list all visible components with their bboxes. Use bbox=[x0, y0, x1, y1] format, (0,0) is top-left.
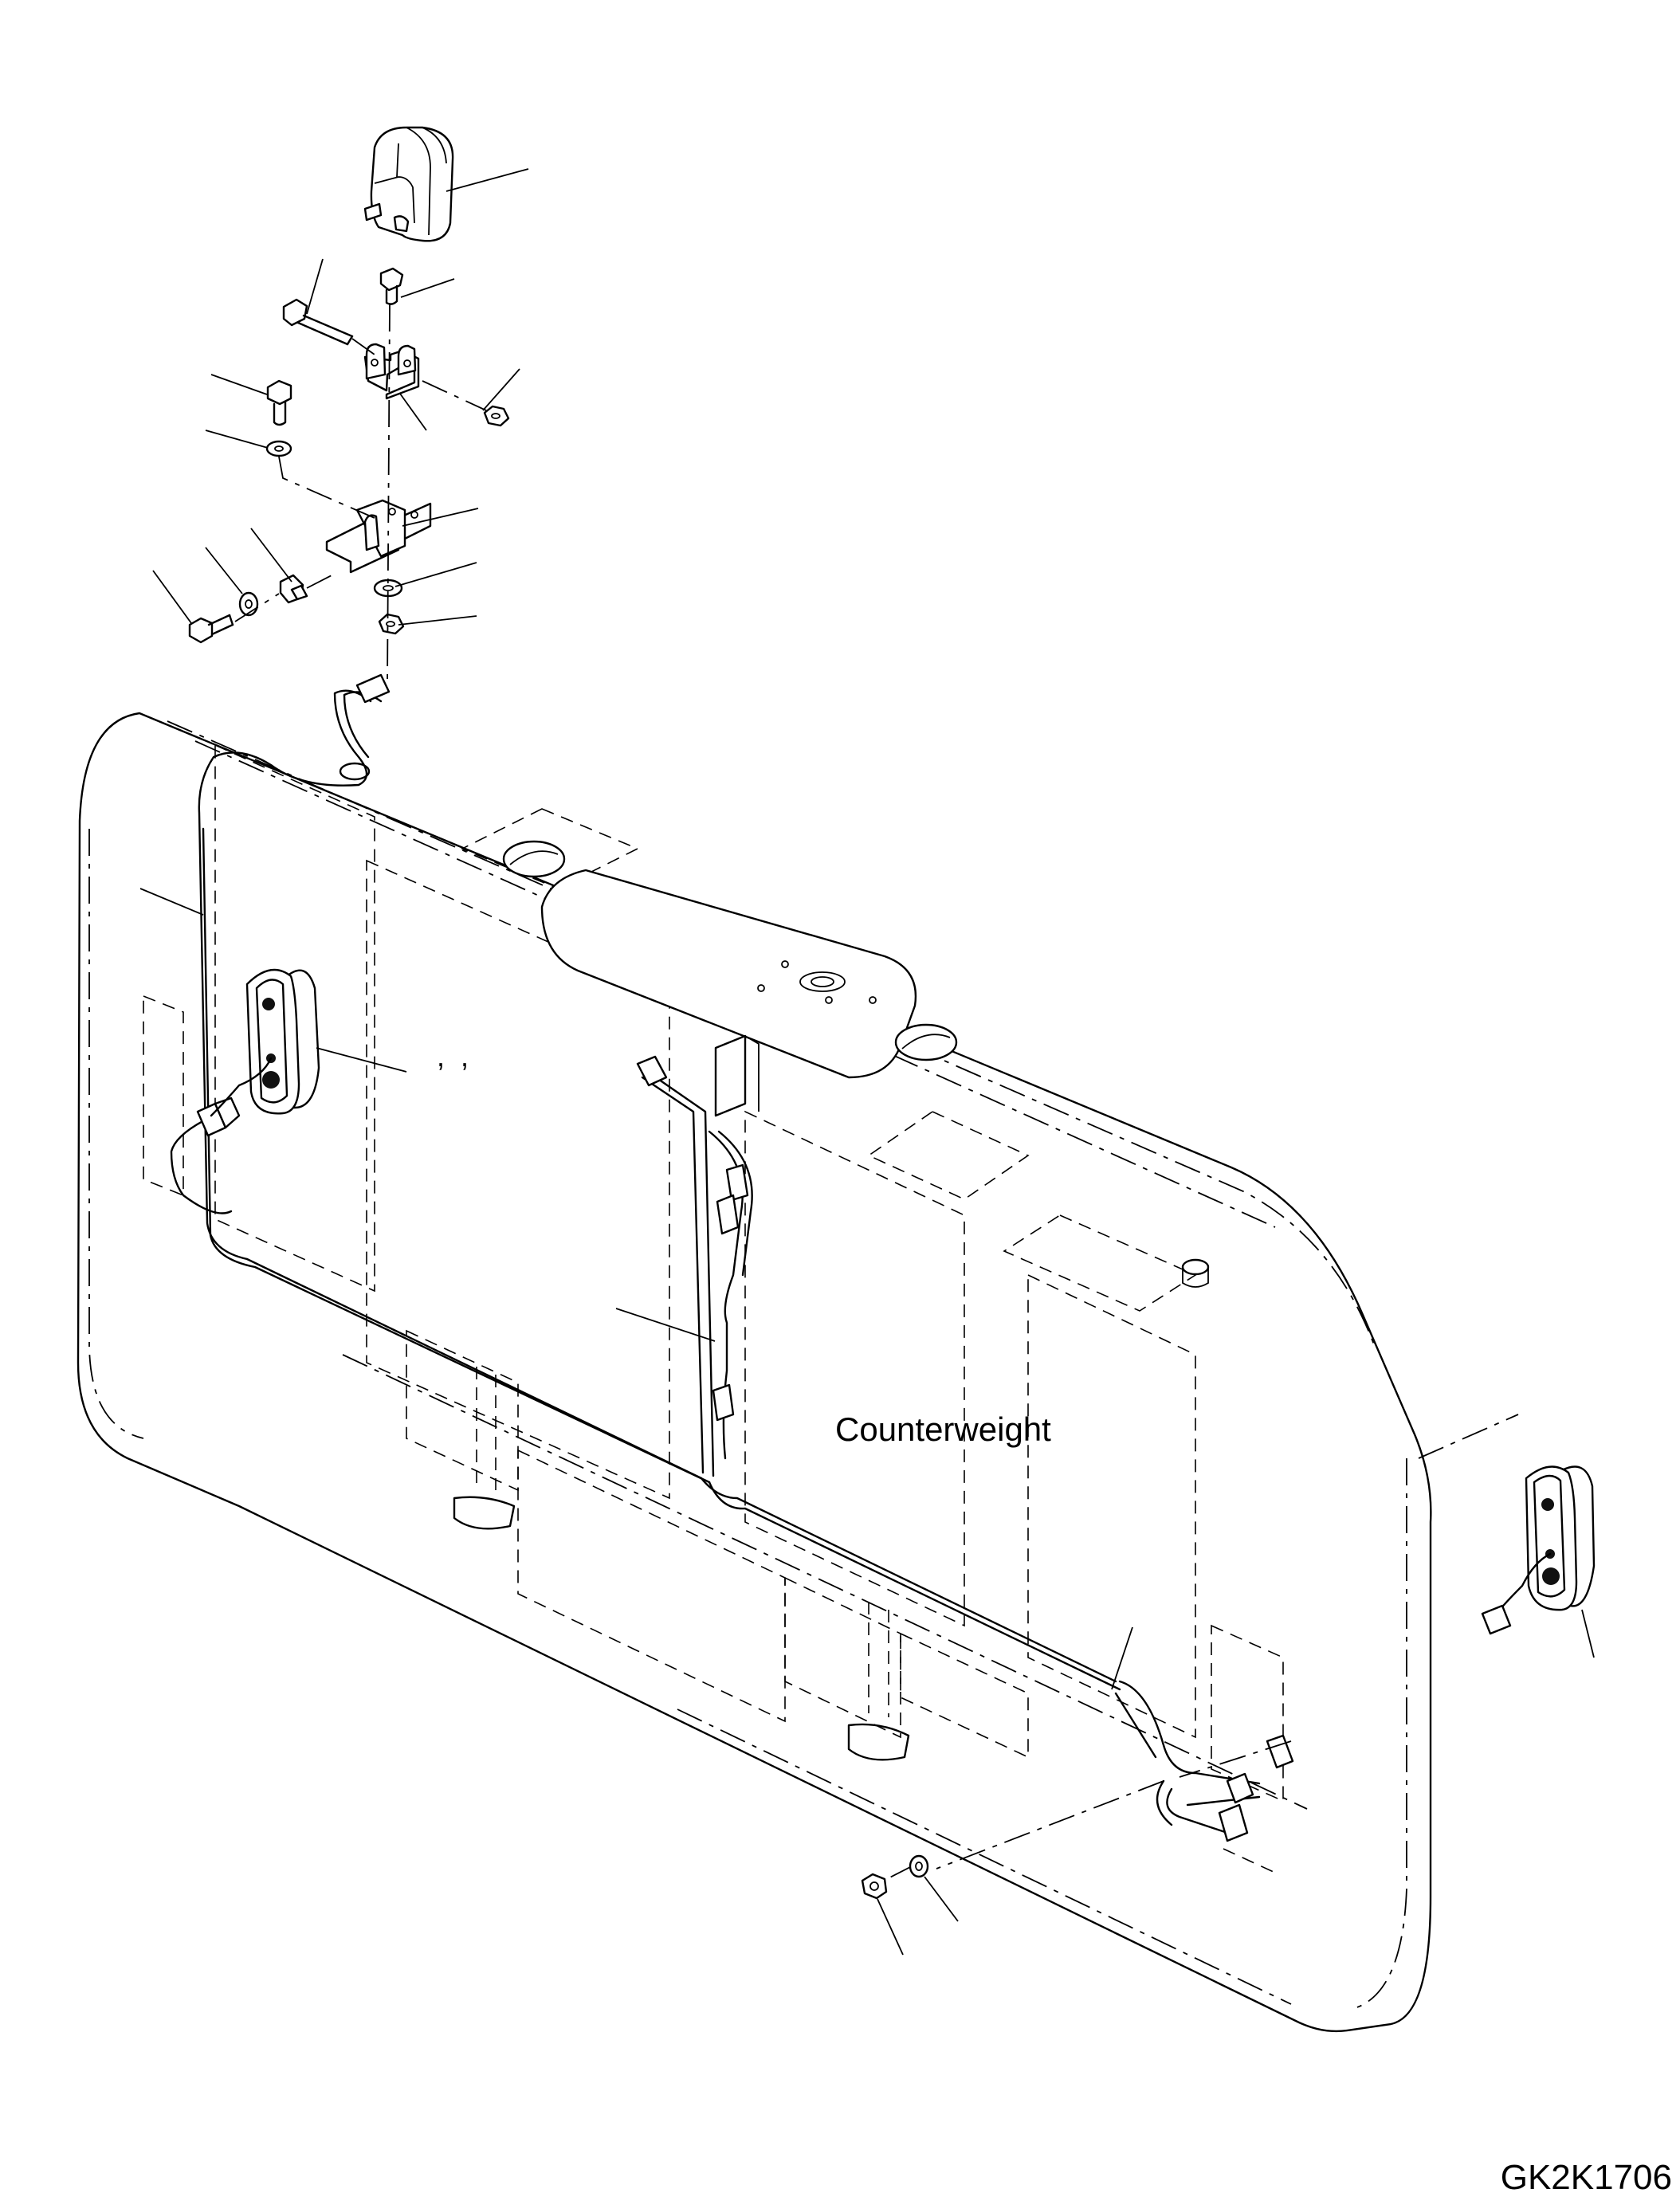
washer-left bbox=[238, 591, 259, 617]
washer-bottom bbox=[909, 1854, 929, 1878]
stray-marks: , , bbox=[437, 1040, 469, 1073]
part-label-counterweight: Counterweight bbox=[835, 1410, 1051, 1448]
nut-upper bbox=[483, 405, 510, 427]
eye-bolt-left bbox=[453, 1367, 516, 1530]
connector-mid-1 bbox=[636, 1055, 668, 1087]
bolt-hex bbox=[266, 379, 292, 426]
bolt-long bbox=[282, 298, 354, 346]
lifting-hole-left bbox=[502, 840, 566, 878]
wiring-harness bbox=[170, 689, 1261, 1834]
side-lamp-right bbox=[1481, 1465, 1596, 1635]
nut-bottom bbox=[861, 1873, 888, 1900]
side-lamp-left bbox=[210, 968, 320, 1117]
leader-lines bbox=[139, 168, 1595, 1956]
assembly-lines bbox=[234, 304, 1519, 1891]
connector-mid-3 bbox=[712, 1383, 735, 1422]
connector-top bbox=[355, 673, 391, 704]
connector-right-2 bbox=[1218, 1772, 1254, 1842]
connector-mid-2 bbox=[716, 1163, 749, 1235]
bracket-upper bbox=[363, 343, 420, 400]
bolt-lower-left bbox=[188, 614, 234, 644]
connector-right-1 bbox=[1266, 1734, 1294, 1769]
connector-left bbox=[196, 1097, 241, 1137]
bolt-short-top bbox=[379, 267, 404, 305]
bracket-lower bbox=[325, 499, 432, 574]
lamp-housing bbox=[363, 126, 454, 242]
clip bbox=[279, 574, 308, 604]
eye-bolt-right bbox=[847, 1602, 910, 1761]
drawing-number: GK2K1706 bbox=[1501, 2158, 1672, 2197]
lifting-hole-right bbox=[894, 1023, 958, 1061]
boss bbox=[1181, 1258, 1210, 1288]
notch-bracket bbox=[714, 1034, 760, 1117]
small-boss-left bbox=[339, 762, 371, 781]
washer-upper bbox=[265, 440, 292, 457]
